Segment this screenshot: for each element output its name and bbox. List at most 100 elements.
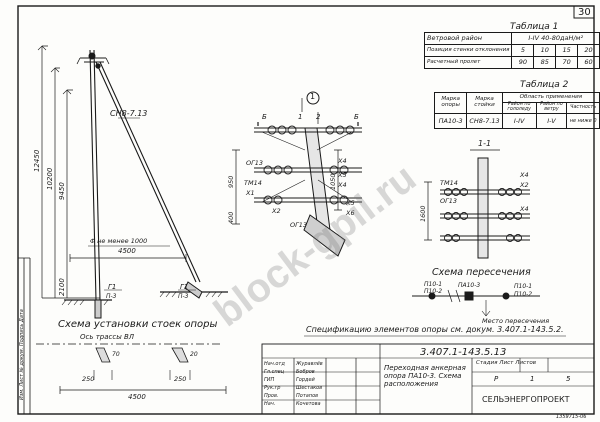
crossarm-lbl-tm14: ТМ14 <box>244 179 262 187</box>
title-role-5: Нач. <box>264 401 276 407</box>
title-role-4: Пров. <box>264 393 279 399</box>
ground-dim-250-right: 250 <box>174 375 187 383</box>
crossarm-lbl-x2: Х2 <box>272 207 281 215</box>
table1-wind-label: Ветровой район <box>423 32 513 45</box>
main-marker-p3-left: П-3 <box>106 293 117 300</box>
crossing-tag-p10-1-right: П10-1 <box>514 283 533 290</box>
title-name-4: Потапов <box>296 393 319 399</box>
table2-freq: не ниже 0 <box>566 113 600 129</box>
crossarm-lbl-og13: ОГ13 <box>246 159 264 167</box>
ground-dim-250-left: 250 <box>82 375 95 383</box>
section-lbl-tm14: ТМ14 <box>440 179 458 187</box>
crossing-tag-p10-1-left: П10-1 <box>424 281 443 288</box>
crossarm-lbl-x1: Х1 <box>246 189 255 197</box>
crossing-caption: Схема пересечения <box>432 267 531 278</box>
section-dim-1600: 1600 <box>419 205 427 222</box>
table2-ice: I-IV <box>501 113 537 129</box>
crossarm-lbl-x5-low: Х5 <box>346 199 355 207</box>
crossarm-lbl-x6: Х6 <box>346 209 355 217</box>
side-stamp: Изм. Лист № докум. Подпись Дата <box>19 309 25 400</box>
section-1-1-drawing <box>424 149 530 259</box>
section-lbl-og13: ОГ13 <box>440 197 458 205</box>
table2: Марка опоры Марка стойки Область примене… <box>433 92 600 129</box>
table1-r1c2: 10 <box>533 44 557 57</box>
section-lbl-x4-low: Х4 <box>520 205 529 213</box>
main-caption: Схема установки стоек опоры <box>58 319 218 330</box>
title-name-1: Бобров <box>296 369 315 375</box>
title-stage: Р <box>494 375 499 383</box>
crossing-tag-pa10-3: ПА10-3 <box>458 282 481 289</box>
crossarm-lbl-x4-top: Х4 <box>338 157 347 165</box>
title-name-0: Журавлёв <box>296 361 323 367</box>
table2-mark: ПА10-3 <box>433 113 468 129</box>
table2-h-stand: Марка стойки <box>466 92 503 114</box>
main-min-spacing: Φ не менее 1000 <box>90 237 148 245</box>
title-name-3: Шестаков <box>296 385 323 391</box>
section-lbl-x4-top: Х4 <box>520 171 529 179</box>
title-block-lines <box>261 343 595 415</box>
title-name-2: Гордей <box>296 377 315 383</box>
main-dim-10200: 10200 <box>46 167 54 190</box>
title-role-3: Рук.гр <box>264 385 281 391</box>
table1-r1c4: 20 <box>577 44 600 57</box>
table1-row1-label: Позиция стенки отклонения <box>423 44 513 57</box>
side-stamp-lines <box>18 257 31 414</box>
sheet-number-box <box>573 6 594 19</box>
title-org: СЕЛЬЭНЕРГОПРОЕКТ <box>482 395 570 404</box>
crossarm-lbl-og13-low: ОГ13 <box>290 221 308 229</box>
crossing-scheme-drawing <box>412 289 540 317</box>
crossarm-lbl-1: 1 <box>298 113 303 121</box>
main-pole-drawing <box>37 45 228 319</box>
section-lbl-x2: Х2 <box>520 181 529 189</box>
table2-h-mark: Марка опоры <box>433 92 468 114</box>
ground-dim-4500: 4500 <box>128 393 146 401</box>
table1-r2c4: 60 <box>577 56 600 69</box>
table1-r1c3: 15 <box>555 44 579 57</box>
crossarm-circle-label: 1 <box>310 92 316 101</box>
ground-scheme-drawing <box>36 343 227 394</box>
title-role-2: ГИП <box>264 377 275 383</box>
main-dim-9450: 9450 <box>58 182 66 200</box>
table1-row2-label: Расчетный пролет <box>423 56 513 69</box>
table2-stand: СН8-7.13 <box>466 113 503 129</box>
crossarm-dim-1050: 1050 <box>329 173 337 190</box>
table2-h-ice: Район по гололеду <box>501 102 537 114</box>
section-label: 1-1 <box>478 139 492 148</box>
sheet-number: 30 <box>578 7 591 18</box>
ground-dim-70: 70 <box>112 351 120 358</box>
table2-h-wind: Район по ветру <box>535 102 568 114</box>
main-marker-g1-left: Г1 <box>108 283 117 291</box>
crossarm-dim-950: 950 <box>227 175 235 188</box>
title-stage-header: Стадия Лист Листов <box>476 360 537 366</box>
title-doc-code: 3.407.1-143.5.13 <box>420 347 507 358</box>
table1: Ветровой район I-IV 40-80даН/м² Позиция … <box>423 32 600 69</box>
ground-axis-label: Ось трассы ВЛ <box>80 333 135 341</box>
spec-note: Спецификацию элементов опоры см. докум. … <box>306 325 564 334</box>
crossarm-lbl-x4-mid: Х4 <box>338 181 347 189</box>
table2-title: Таблица 2 <box>520 80 569 90</box>
table1-r2c3: 70 <box>555 56 579 69</box>
crossarm-lbl-x5: Х5 <box>338 171 347 179</box>
table1-wind-value: I-IV 40-80даН/м² <box>511 32 600 45</box>
table1-r2c1: 90 <box>511 56 535 69</box>
main-marker-g1-right: Г1 <box>180 283 189 291</box>
title-sheets: 5 <box>566 375 571 383</box>
crossing-note: Место пересечения <box>482 317 550 325</box>
crossarm-dim-400: 400 <box>227 211 235 224</box>
title-role-1: Гл.спец <box>264 369 285 375</box>
title-sheet: 1 <box>530 375 535 383</box>
table2-wind: I-V <box>535 113 568 129</box>
title-role-0: Нач.отд <box>264 361 285 367</box>
footer-code: 1359715-06 <box>556 414 587 420</box>
title-description: Переходная анкерная опора ПА10-3. Схема … <box>384 364 466 389</box>
crossing-tag-p10-2-left: П10-2 <box>424 288 443 295</box>
table2-h-area: Область применения <box>501 92 600 103</box>
title-name-5: Кочетова <box>296 401 321 407</box>
main-marker-p3-right: П-3 <box>178 293 189 300</box>
table1-title: Таблица 1 <box>510 22 559 32</box>
table2-h-freq: Частность <box>566 102 600 114</box>
crossarm-drawing <box>232 91 362 257</box>
crossarm-lbl-2: 2 <box>316 113 321 121</box>
crossarm-lbl-b-left: Б <box>262 113 267 121</box>
